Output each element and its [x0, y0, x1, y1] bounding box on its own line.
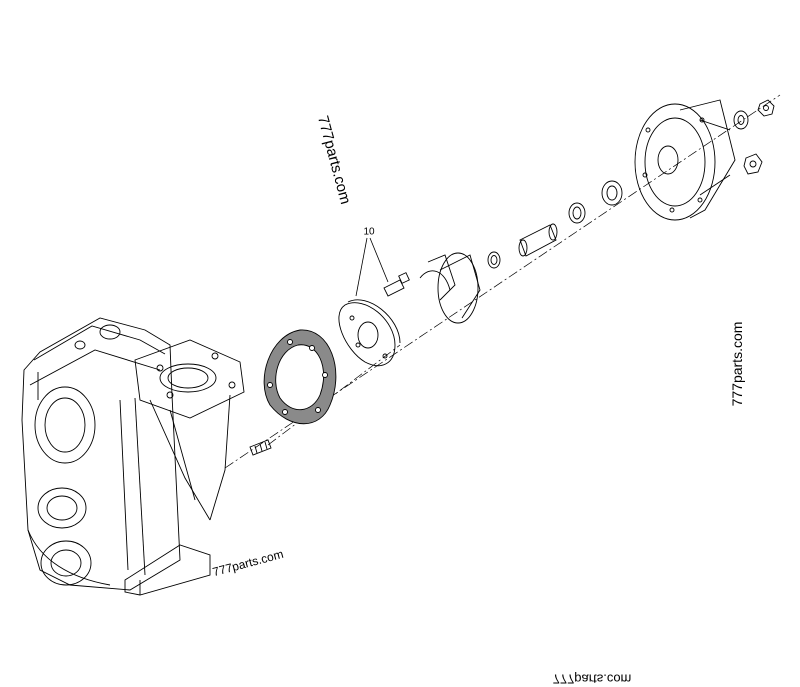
gasket	[263, 329, 337, 425]
watermark-right: 777parts.com	[729, 321, 745, 407]
callout-leader	[355, 237, 389, 297]
end-nut	[757, 99, 775, 117]
pump-casing	[21, 317, 181, 591]
seal-plate	[634, 99, 736, 221]
wear-plate	[338, 299, 401, 366]
seal-ring	[487, 251, 501, 269]
hex-nut	[743, 153, 763, 175]
callout-label-10: 10	[363, 226, 375, 238]
shaft-sleeve	[518, 223, 558, 257]
base-foot	[124, 544, 211, 596]
watermark-cut: 777parts.com	[552, 671, 632, 687]
discharge-flange	[134, 339, 245, 521]
lock-washer	[733, 110, 749, 130]
impeller	[419, 252, 481, 324]
stud	[249, 439, 272, 456]
plate-bolt	[383, 272, 410, 297]
bushing-b	[601, 180, 623, 206]
bushing-a	[568, 202, 586, 224]
